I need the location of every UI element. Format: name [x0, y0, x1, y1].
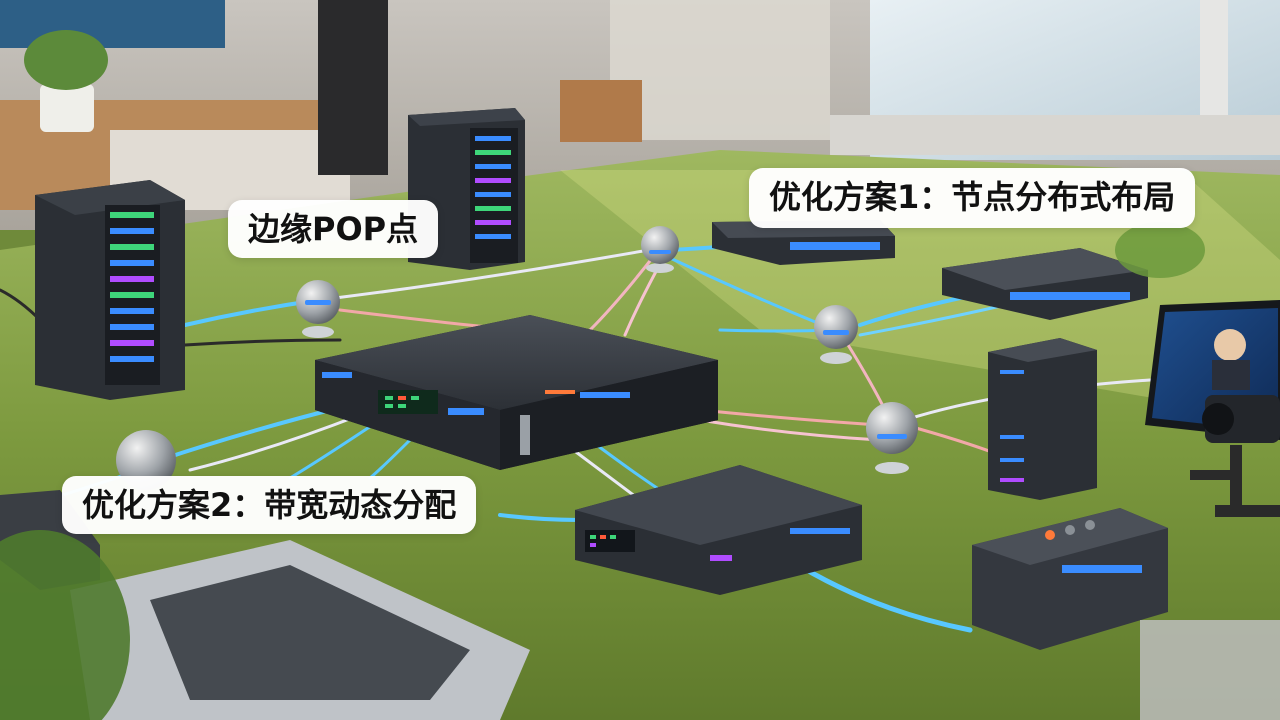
cardboard-box — [560, 80, 642, 142]
foreground-plant — [0, 530, 130, 720]
plant-leaves — [24, 30, 108, 90]
edge-pop-label: 边缘POP点 — [228, 200, 439, 258]
window-sill — [830, 115, 1280, 155]
router-right — [942, 248, 1148, 320]
optimization-2-label: 优化方案2：带宽动态分配 — [62, 476, 477, 534]
speaker-tower — [318, 0, 388, 175]
sensor-node — [814, 305, 858, 364]
mixer-box — [972, 508, 1168, 650]
sensor-node — [641, 226, 679, 273]
server-rack-left — [35, 180, 185, 400]
sensor-node — [296, 280, 340, 338]
curtain — [610, 0, 830, 140]
encoder-box — [575, 465, 862, 595]
server-tower-right — [988, 338, 1097, 500]
foreground-plant-right — [1115, 222, 1205, 278]
optimization-1-label: 优化方案1：节点分布式布局 — [749, 168, 1196, 228]
central-hub-switch — [315, 315, 718, 470]
plant-pot — [40, 84, 94, 132]
sensor-node — [116, 430, 176, 490]
foreground-device-right — [1140, 620, 1280, 720]
video-camera — [1202, 395, 1280, 517]
sensor-node — [866, 402, 918, 474]
